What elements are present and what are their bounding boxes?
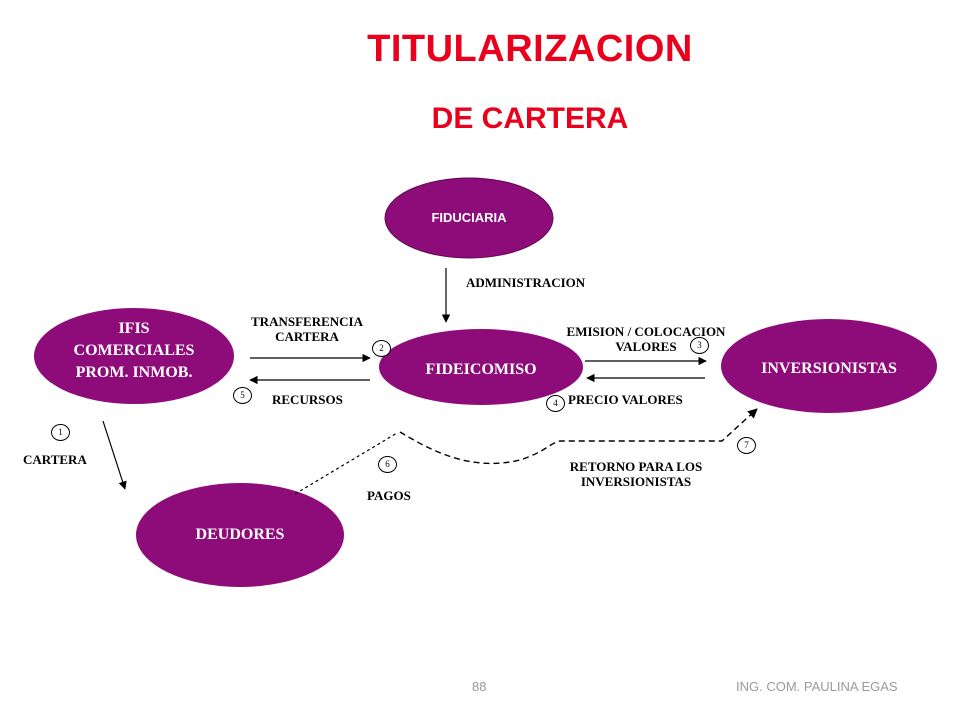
step-4-marker: 4 xyxy=(546,395,565,412)
fiduciaria-node[interactable] xyxy=(384,177,554,259)
inversionistas-label: INVERSIONISTAS xyxy=(761,360,897,377)
inversionistas-node[interactable] xyxy=(721,319,937,413)
page-number: 88 xyxy=(472,679,487,694)
footer-author: ING. COM. PAULINA EGAS xyxy=(736,679,898,694)
recursos-label: RECURSOS xyxy=(272,392,343,407)
step-3-marker: 3 xyxy=(690,337,709,354)
retorno-label: RETORNO PARA LOS INVERSIONISTAS xyxy=(536,459,736,489)
administracion-label: ADMINISTRACION xyxy=(466,275,586,290)
page-title: TITULARIZACION xyxy=(367,28,693,70)
emision-line-1: EMISION / COLOCACION xyxy=(566,324,726,339)
retorno-line-2: INVERSIONISTAS xyxy=(580,474,692,489)
pagos-dashed-line xyxy=(294,432,398,495)
retorno-dashed-path xyxy=(399,408,758,465)
ifis-line-1: IFIS xyxy=(118,320,150,337)
ifis-line-3: PROM. INMOB. xyxy=(75,364,193,381)
step-2-marker: 2 xyxy=(372,340,391,357)
step-7-marker: 7 xyxy=(737,437,756,454)
ifis-label: IFIS COMERCIALES PROM. INMOB. xyxy=(34,318,234,384)
step-1-marker: 1 xyxy=(51,424,70,441)
page-subtitle: DE CARTERA xyxy=(431,102,629,135)
step-5-marker: 5 xyxy=(233,387,252,404)
transferencia-label: TRANSFERENCIA CARTERA xyxy=(222,314,392,344)
step-6-marker: 6 xyxy=(378,456,397,473)
ifis-line-2: COMERCIALES xyxy=(73,342,195,359)
ifis-node[interactable] xyxy=(34,308,234,404)
fideicomiso-node[interactable] xyxy=(379,329,583,405)
deudores-label: DEUDORES xyxy=(195,526,285,543)
precio-label: PRECIO VALORES xyxy=(568,392,683,407)
fiduciaria-label: FIDUCIARIA xyxy=(431,210,507,225)
cartera-arrow xyxy=(102,420,127,490)
deudores-node[interactable] xyxy=(136,483,344,587)
retorno-line-1: RETORNO PARA LOS xyxy=(569,459,703,474)
transferencia-line-2: CARTERA xyxy=(275,329,339,344)
transferencia-line-1: TRANSFERENCIA xyxy=(251,314,363,329)
cartera-label: CARTERA xyxy=(23,452,87,467)
emision-line-2: VALORES xyxy=(615,339,677,354)
pagos-label: PAGOS xyxy=(367,488,411,503)
emision-label: EMISION / COLOCACION VALORES xyxy=(536,324,756,354)
fideicomiso-label: FIDEICOMISO xyxy=(425,361,537,378)
